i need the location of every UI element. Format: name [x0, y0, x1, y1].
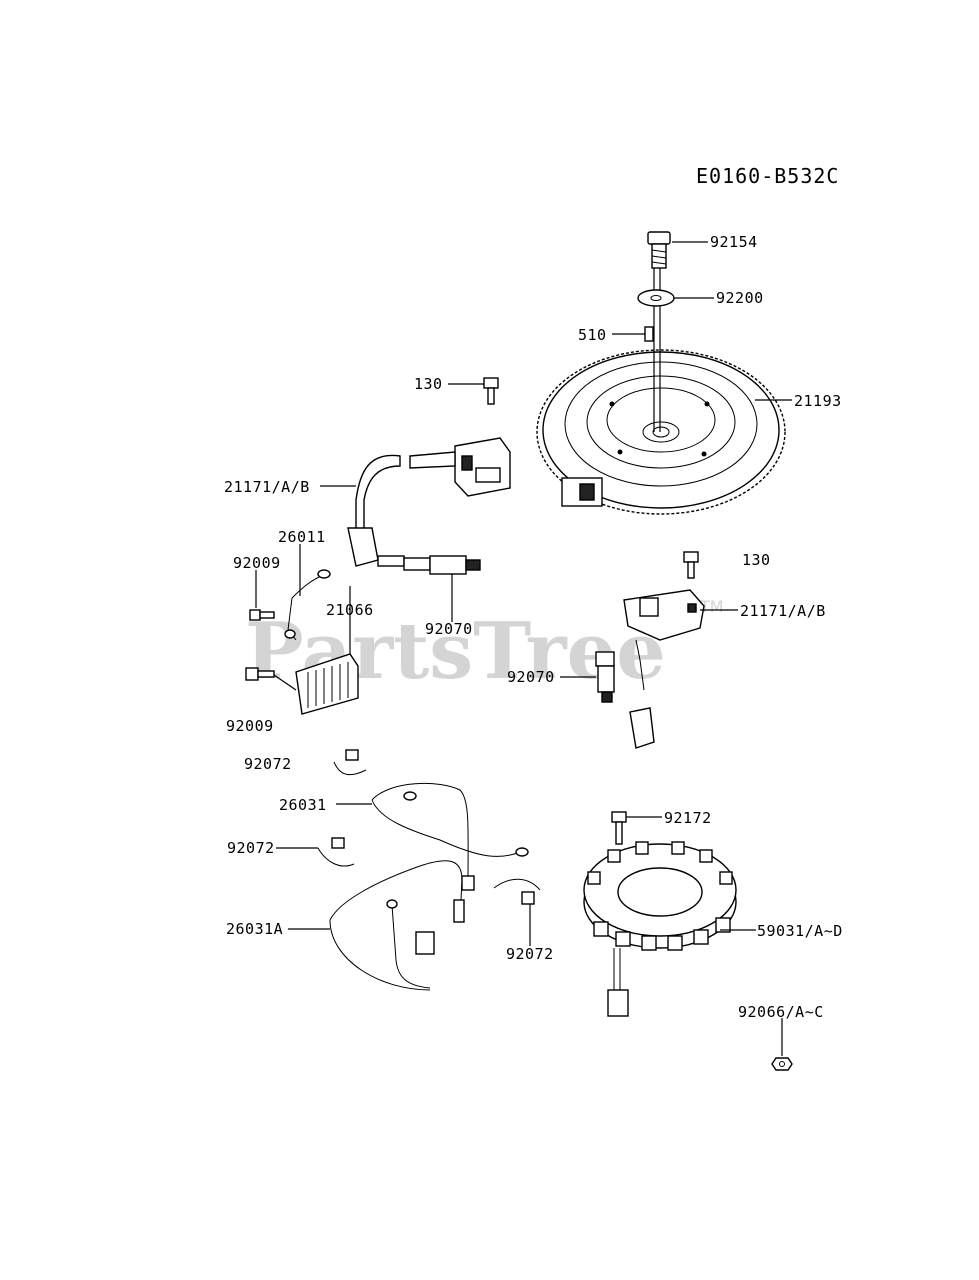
callout-26031[interactable]: 26031: [279, 796, 327, 814]
bolt-130-top[interactable]: [483, 377, 499, 405]
bolt-92154[interactable]: [647, 231, 671, 269]
connector-92072-top[interactable]: [333, 749, 367, 776]
ignition-coil-21171-right[interactable]: [623, 589, 705, 749]
regulator-21066[interactable]: [295, 653, 359, 715]
bolt-92172[interactable]: [611, 811, 627, 845]
callout-59031[interactable]: 59031/A~D: [757, 922, 843, 940]
callout-92070-left[interactable]: 92070: [425, 620, 473, 638]
key-510[interactable]: [644, 326, 654, 342]
ignition-coil-21171-top[interactable]: [347, 437, 511, 567]
bolt-130-right[interactable]: [683, 551, 699, 579]
flywheel-21193[interactable]: [536, 349, 786, 515]
harness-26031A[interactable]: [329, 860, 465, 991]
stator-59031[interactable]: [583, 841, 737, 1017]
callout-92200[interactable]: 92200: [716, 289, 764, 307]
callout-92009-top[interactable]: 92009: [233, 554, 281, 572]
washer-92200[interactable]: [637, 289, 675, 307]
callout-92154[interactable]: 92154: [710, 233, 758, 251]
callout-21171-right[interactable]: 21171/A/B: [740, 602, 826, 620]
callout-92066[interactable]: 92066/A~C: [738, 1003, 824, 1021]
bolt-92009-top[interactable]: [249, 609, 275, 621]
connector-92072-mid[interactable]: [317, 837, 355, 867]
callout-92070-right[interactable]: 92070: [507, 668, 555, 686]
callout-92072-top[interactable]: 92072: [244, 755, 292, 773]
callout-21066[interactable]: 21066: [326, 601, 374, 619]
nut-92066[interactable]: [771, 1057, 793, 1071]
callout-92009-bottom[interactable]: 92009: [226, 717, 274, 735]
callout-21193[interactable]: 21193: [794, 392, 842, 410]
spark-plug-92070-right[interactable]: [595, 651, 615, 703]
callout-92072-bottom[interactable]: 92072: [506, 945, 554, 963]
spark-plug-92070-left[interactable]: [403, 555, 481, 575]
callout-130-right[interactable]: 130: [742, 551, 771, 569]
bolt-92009-bottom[interactable]: [245, 667, 275, 681]
callout-26031A[interactable]: 26031A: [226, 920, 283, 938]
callout-92072-mid[interactable]: 92072: [227, 839, 275, 857]
callout-21171-top[interactable]: 21171/A/B: [224, 478, 310, 496]
callout-130-top[interactable]: 130: [414, 375, 443, 393]
callout-92172[interactable]: 92172: [664, 809, 712, 827]
connector-92072-bottom[interactable]: [493, 878, 541, 905]
watermark-trademark: TM: [699, 597, 724, 616]
callout-26011[interactable]: 26011: [278, 528, 326, 546]
harness-26031[interactable]: [371, 782, 529, 891]
diagram-code: E0160-B532C: [696, 164, 839, 188]
lead-wire-26011[interactable]: [284, 569, 331, 641]
callout-510[interactable]: 510: [578, 326, 607, 344]
